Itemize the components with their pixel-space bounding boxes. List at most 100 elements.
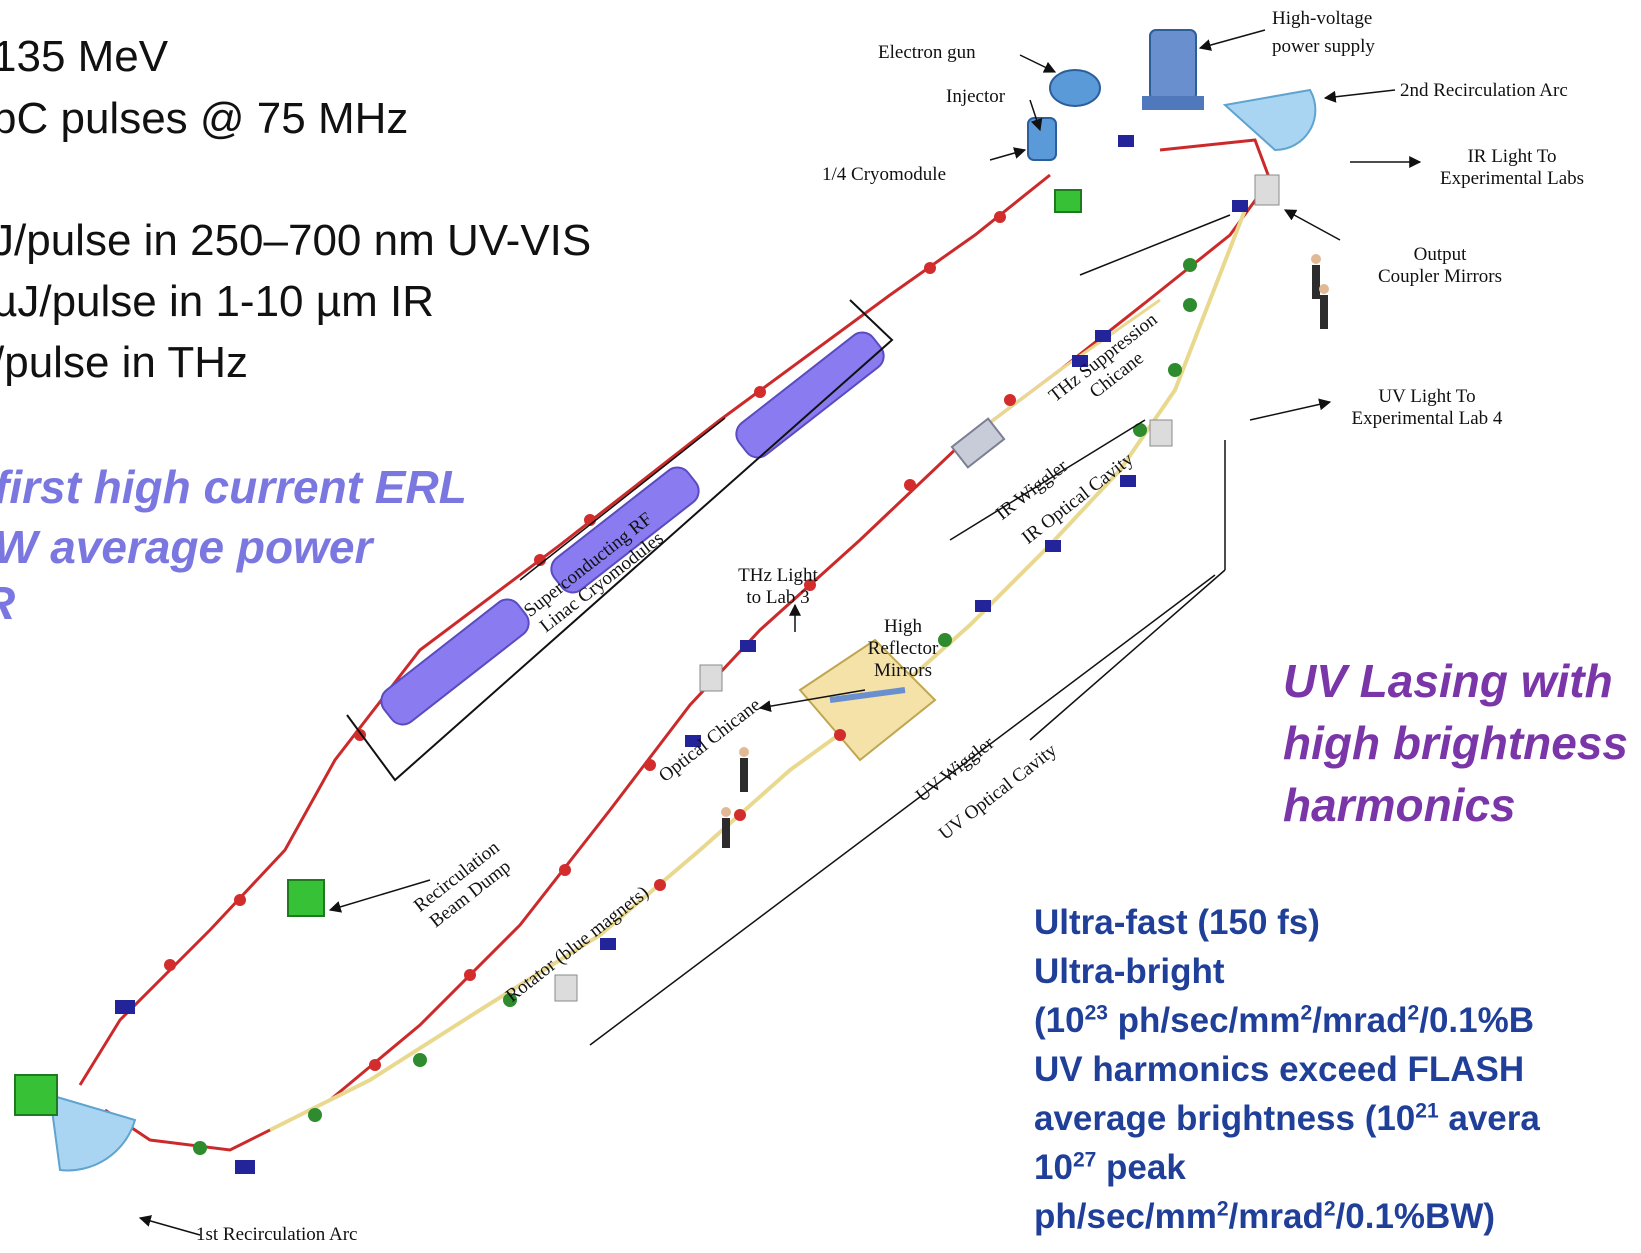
beamline-outer [78, 173, 1051, 1086]
quad [994, 211, 1006, 223]
quad [1168, 363, 1182, 377]
electron-gun-shape [1049, 69, 1101, 107]
leader-uv-cavity-lower [589, 574, 1216, 1046]
quad [308, 1108, 322, 1122]
feature-line-3: R [0, 572, 15, 634]
cryomodule-1 [380, 598, 530, 726]
text-part: 10 [1034, 1148, 1073, 1187]
quad [193, 1141, 207, 1155]
uv-prop-ultrafast: Ultra-fast (150 fs) [1034, 903, 1320, 942]
dipole [235, 1160, 255, 1174]
superscript: 2 [1300, 1001, 1313, 1025]
quarter-cryomodule-shape [1027, 117, 1057, 161]
feature-line-1: first high current ERL [0, 461, 467, 513]
text-part: peak [1096, 1148, 1186, 1187]
leader-recirc-dump [328, 879, 431, 913]
superscript: 21 [1415, 1099, 1439, 1123]
cryomodule-2 [550, 466, 700, 594]
quad [938, 633, 952, 647]
text-part: /mrad [1228, 1197, 1324, 1236]
leader-high-reflector [758, 689, 866, 713]
cryomodule-3 [735, 331, 885, 459]
quad [503, 993, 517, 1007]
leader-second-arc [1323, 89, 1396, 103]
quad [904, 479, 916, 491]
leader-quarter-cryo [989, 147, 1027, 161]
quad [559, 864, 571, 876]
person-head [1319, 284, 1329, 294]
dipole [685, 735, 701, 747]
dipole [1120, 475, 1136, 487]
label-ir-light-1: IR Light To [1467, 146, 1557, 167]
label-ir-light: IR Light To Experimental Labs [1422, 146, 1602, 190]
leader-first-arc [138, 1215, 201, 1236]
dipole [975, 600, 991, 612]
linac-label-bracket [519, 417, 726, 581]
text-part: avera [1438, 1099, 1540, 1138]
person-head [1311, 254, 1321, 264]
person-head [721, 807, 731, 817]
optical-line-ir [959, 298, 1161, 447]
person-figure [740, 758, 748, 792]
spec-uv-vis: J/pulse in 250–700 nm UV-VIS [0, 216, 592, 265]
hv-supply-base [1142, 96, 1204, 110]
leader-lines [138, 29, 1422, 1236]
dipole [115, 1000, 135, 1014]
dipole [600, 938, 616, 950]
uv-lasing-line-2: high brightness [1283, 717, 1628, 769]
first-dump-shape [14, 1074, 58, 1116]
superscript: 27 [1072, 1148, 1097, 1172]
uv-prop-average: average brightness (1021 avera [1034, 1094, 1540, 1143]
uv-lasing-line-1: UV Lasing with [1283, 655, 1613, 707]
leader-injector [1029, 99, 1043, 132]
label-thz-light-1: THz Light [738, 565, 818, 586]
dipole [740, 640, 756, 652]
text-part: /0.1%BW) [1335, 1197, 1496, 1236]
person-figure [1320, 295, 1328, 329]
person-head [739, 747, 749, 757]
quad [654, 879, 666, 891]
label-injector: Injector [946, 86, 1006, 107]
quad [754, 386, 766, 398]
quad [164, 959, 176, 971]
label-uv-light-1: UV Light To [1378, 386, 1476, 407]
label-electron-gun: Electron gun [878, 42, 976, 63]
output-coupler-shape [1254, 174, 1280, 206]
spec-thz: /pulse in THz [0, 338, 248, 387]
uv-output-shape [1149, 419, 1173, 447]
leader-output-coupler [1283, 209, 1341, 241]
uv-prop-ultrabright: Ultra-bright [1034, 952, 1225, 991]
spec-pulses: pC pulses @ 75 MHz [0, 94, 409, 143]
text-part: ph/sec/mm [1107, 1001, 1301, 1040]
ir-wiggler-shape [950, 417, 1006, 469]
label-high-reflector: High Reflector Mirrors [848, 616, 958, 682]
spec-energy: 135 MeV [0, 32, 169, 81]
superscript: 2 [1407, 1001, 1420, 1025]
superscript: 2 [1323, 1197, 1336, 1221]
label-uv-light: UV Light To Experimental Lab 4 [1332, 386, 1522, 430]
label-hv-supply-1: High-voltage [1272, 8, 1373, 29]
superscript: 23 [1084, 1001, 1108, 1025]
label-high-reflector-1: High [884, 616, 922, 637]
linac-cryomodules [380, 331, 885, 726]
text-part: average brightness (10 [1034, 1099, 1416, 1138]
leader-hv-supply [1198, 29, 1266, 51]
label-thz-light-2: to Lab 3 [746, 587, 810, 608]
quad [924, 262, 936, 274]
first-arc-shape [48, 1093, 137, 1172]
quad [413, 1053, 427, 1067]
quad [1133, 423, 1147, 437]
second-arc-shape [1222, 88, 1317, 152]
leader-uv-cavity [1029, 569, 1226, 741]
high-reflector-shape [699, 664, 723, 692]
label-thz-light: THz Light to Lab 3 [728, 565, 828, 609]
label-ir-light-2: Experimental Labs [1439, 168, 1585, 189]
quad [369, 1059, 381, 1071]
quad [1183, 258, 1197, 272]
uv-cavity-mirror-shape [554, 974, 578, 1002]
quad [234, 894, 246, 906]
label-high-reflector-3: Mirrors [873, 660, 933, 681]
feature-line-2: W average power [0, 521, 373, 573]
